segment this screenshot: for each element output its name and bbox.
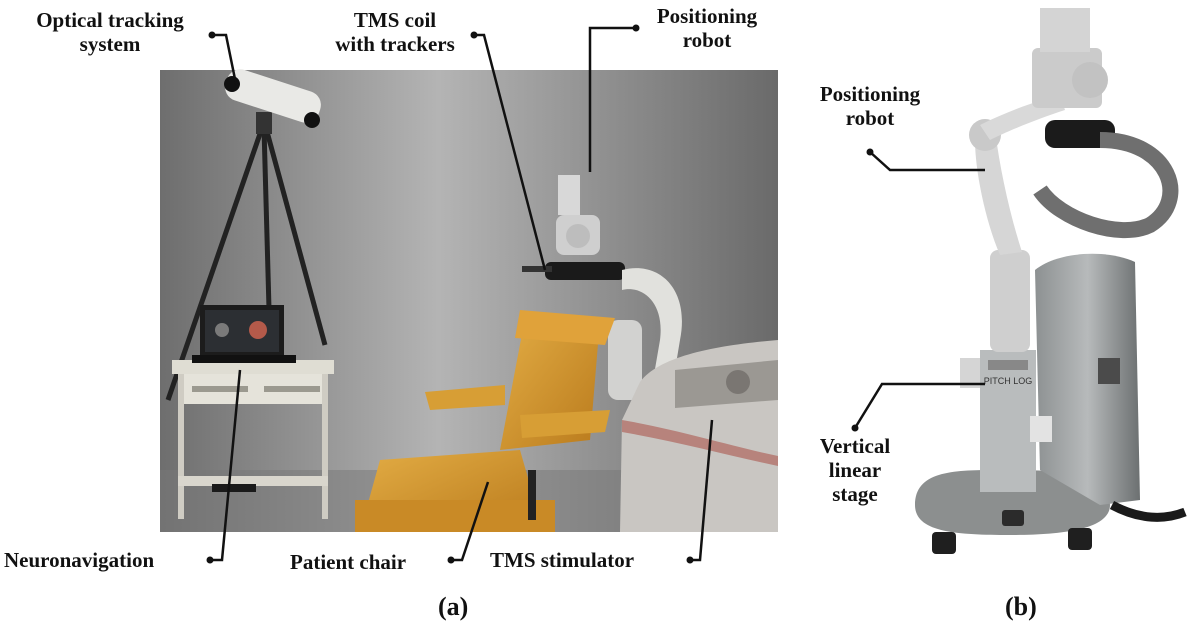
label-patient-chair: Patient chair xyxy=(290,550,407,574)
label-optical-tracking-system: Optical tracking system xyxy=(10,8,210,56)
label-tms-stimulator: TMS stimulator xyxy=(490,548,635,572)
neuronavigation-cart xyxy=(172,305,334,519)
label-neuronavigation: Neuronavigation xyxy=(4,548,155,572)
label-vertical-linear-stage: Vertical linear stage xyxy=(800,434,910,506)
caption-b: (b) xyxy=(1005,592,1037,621)
label-robot-a-line1: Positioning xyxy=(656,4,758,28)
label-coil-line2: with trackers xyxy=(335,32,455,56)
label-stage-line2: linear xyxy=(828,458,882,482)
leader-optical xyxy=(212,33,238,85)
label-optical-line2: system xyxy=(79,32,141,56)
stage-branding: PITCH LOG xyxy=(984,376,1033,386)
leader-robot-b xyxy=(869,151,985,172)
leader-chair xyxy=(451,481,490,562)
tms-stimulator xyxy=(620,340,778,532)
label-positioning-robot-b: Positioning robot xyxy=(800,82,940,130)
caption-a: (a) xyxy=(438,592,469,621)
photo-panel-a xyxy=(160,69,778,532)
leader-dots xyxy=(206,24,874,564)
label-tms-coil: TMS coil with trackers xyxy=(320,8,470,56)
label-stage-line3: stage xyxy=(832,482,878,506)
leader-robot-a xyxy=(588,26,636,172)
photo-panel-b: PITCH LOG xyxy=(915,8,1187,554)
label-stage-line1: Vertical xyxy=(819,434,891,458)
label-robot-a-line2: robot xyxy=(682,28,732,52)
leader-neuronav xyxy=(210,369,242,562)
label-robot-b-line2: robot xyxy=(845,106,895,130)
label-optical-line1: Optical tracking xyxy=(36,8,184,32)
label-positioning-robot-a: Positioning robot xyxy=(642,4,772,52)
label-robot-b-line1: Positioning xyxy=(819,82,921,106)
label-coil-line1: TMS coil xyxy=(353,8,437,32)
leader-stage xyxy=(853,382,985,429)
patient-chair xyxy=(355,310,615,532)
